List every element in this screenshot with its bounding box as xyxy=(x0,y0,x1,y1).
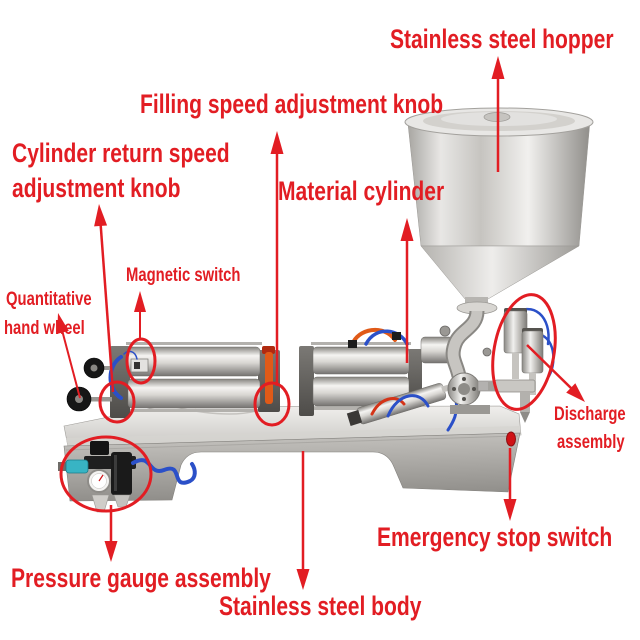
tie-rod-top xyxy=(311,342,411,345)
valve-bolt xyxy=(462,397,466,401)
label-material-cylinder: Material cylinder xyxy=(278,176,445,206)
discharge-elbow xyxy=(488,382,498,391)
valve-bracket xyxy=(450,405,490,414)
deck-front-edge xyxy=(66,426,521,447)
hose-elbow xyxy=(348,340,357,348)
label-quantitative-line1: Quantitative xyxy=(6,289,92,310)
left-blue-hose xyxy=(108,355,123,400)
orange-hose-vertical xyxy=(265,352,273,404)
panel-top-shadow xyxy=(65,435,519,451)
tie-rod-bottom xyxy=(126,409,262,412)
magnetic-switch-arrow-head xyxy=(134,291,146,312)
filling-speed-knob-circle xyxy=(253,381,291,427)
pressure-gauge-circle xyxy=(59,435,153,513)
wing-nut xyxy=(439,325,451,337)
filling-speed-arrow-head xyxy=(270,131,284,154)
hand-wheel-bottom-hub xyxy=(75,395,83,403)
label-cylinder-return-line1: Cylinder return speed xyxy=(12,138,230,168)
material-cylinder-tube xyxy=(127,378,261,409)
hand-wheel-top-hub xyxy=(90,364,98,372)
machine-body-panel xyxy=(63,431,521,502)
emergency-stop-button xyxy=(506,431,516,447)
label-emergency-stop: Emergency stop switch xyxy=(377,522,613,552)
label-filling-speed-knob: Filling speed adjustment knob xyxy=(140,89,444,119)
discharge-rod-1 xyxy=(512,353,519,379)
label-discharge-line2: assembly xyxy=(557,432,625,453)
hose-elbow xyxy=(392,332,401,340)
label-magnetic-switch: Magnetic switch xyxy=(126,265,241,286)
left-end-plate xyxy=(299,346,314,416)
blue-hose-top xyxy=(364,329,409,346)
material-cylinder-tube xyxy=(312,346,410,375)
blue-hose-lower xyxy=(386,394,430,418)
label-stainless-body: Stainless steel body xyxy=(219,591,422,621)
label-discharge-line1: Discharge xyxy=(554,404,626,425)
cylinder-return-arrow-head xyxy=(94,204,108,227)
hopper-arrow-head xyxy=(491,56,505,79)
cylinder-return-arrow-line xyxy=(99,223,115,393)
valve-bolt xyxy=(472,387,476,391)
discharge-nozzle xyxy=(520,392,530,412)
label-cylinder-return-line2: adjustment knob xyxy=(12,173,181,203)
discharge-assembly-circle xyxy=(491,293,557,411)
cylinder-return-knob-circle xyxy=(98,380,136,424)
clevis-mount xyxy=(346,410,363,426)
magnetic-switch-screw xyxy=(134,362,140,369)
body-arrow-head xyxy=(296,569,310,590)
switch-wire xyxy=(123,350,138,360)
filter-highlight xyxy=(114,455,117,491)
magnetic-switch-circle xyxy=(125,337,157,385)
nozzle-tip xyxy=(520,412,530,423)
left-cylinder-unit xyxy=(66,342,280,418)
hopper xyxy=(404,107,594,315)
label-pressure-gauge: Pressure gauge assembly xyxy=(11,563,271,593)
label-hopper: Stainless steel hopper xyxy=(390,24,614,54)
rotary-valve-hub xyxy=(458,383,470,395)
gauge-needle xyxy=(98,474,104,482)
red-hose-lower xyxy=(370,397,406,416)
valve-bolt xyxy=(452,387,456,391)
discharge-arrow-head xyxy=(566,383,585,402)
regulator-knob xyxy=(90,441,109,455)
hand-wheel-arrow-line xyxy=(61,329,81,399)
orange-fitting xyxy=(262,346,275,354)
body-front-panel xyxy=(63,432,521,502)
emergency-stop-arrow-head xyxy=(503,499,517,521)
wing-nut xyxy=(482,347,492,357)
label-quantitative-line2: hand wheel xyxy=(4,318,85,339)
hand-wheel-shaft-top xyxy=(103,366,112,370)
tie-rod-top xyxy=(126,342,262,345)
inlet-fitting xyxy=(65,459,89,474)
pressure-gauge-arrow-head xyxy=(104,541,118,562)
swan-pipe xyxy=(447,310,483,378)
material-cylinder-arrow-head xyxy=(400,218,414,241)
valve-bolt xyxy=(462,377,466,381)
hand-wheel-arrow-head xyxy=(57,313,69,334)
